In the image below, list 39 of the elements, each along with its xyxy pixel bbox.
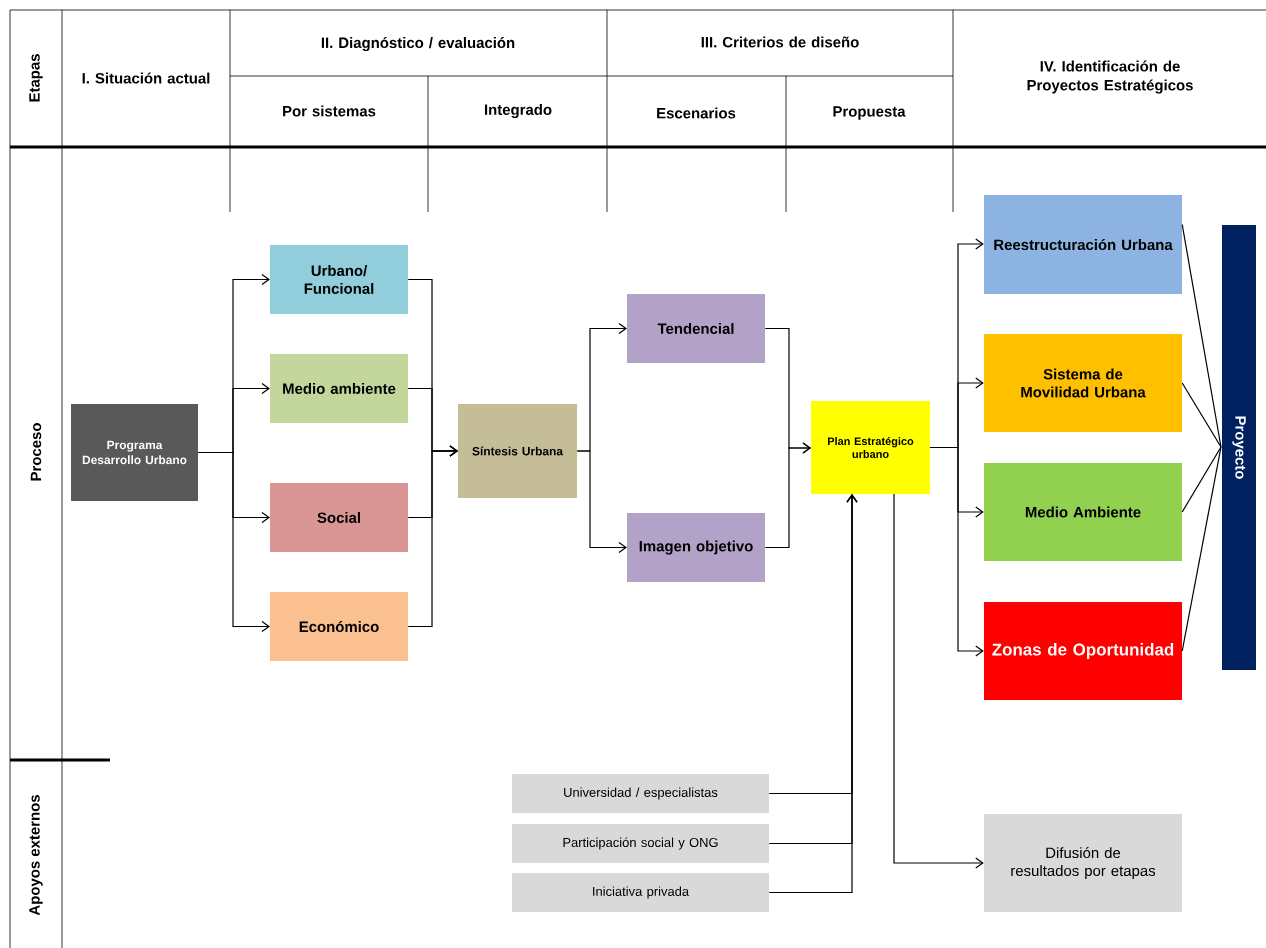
column-heading: Escenarios <box>657 107 736 119</box>
column-heading: IV. Identificación de Proyectos Estratégicos <box>1027 60 1193 94</box>
process-box: Sistema de Movilidad Urbana <box>984 334 1182 432</box>
process-box: Zonas de Oportunidad <box>984 602 1182 700</box>
column-heading: Por sistemas <box>283 105 376 117</box>
process-box: Reestructuración Urbana <box>984 195 1182 294</box>
vertical-bar: Proyecto <box>1222 225 1256 670</box>
process-box: Tendencial <box>627 294 765 363</box>
process-box: Medio Ambiente <box>984 463 1182 561</box>
column-heading: III. Criterios de diseño <box>701 36 859 48</box>
connector-line <box>1181 223 1222 448</box>
process-box: Participación social y ONG <box>512 824 769 863</box>
row-label: Etapas <box>29 54 43 102</box>
arrow <box>929 446 984 657</box>
process-box: Social <box>270 483 408 552</box>
column-heading: Propuesta <box>833 106 906 120</box>
process-box: Síntesis Urbana <box>458 404 577 498</box>
process-box: Iniciativa privada <box>512 873 769 912</box>
process-box: Difusión de resultados por etapas <box>984 814 1182 912</box>
connector-line <box>1181 446 1222 652</box>
column-heading: II. Diagnóstico / evaluación <box>321 36 515 52</box>
column-heading: Integrado <box>484 104 552 118</box>
arrow <box>407 445 458 628</box>
connector-line <box>1181 382 1222 448</box>
arrow <box>576 450 627 554</box>
column-heading: I. Situación actual <box>82 72 210 84</box>
arrow <box>893 493 984 869</box>
process-box: Medio ambiente <box>270 354 408 423</box>
arrow <box>764 442 811 549</box>
process-box: Universidad / especialistas <box>512 774 769 813</box>
process-box: Urbano/ Funcional <box>270 245 408 314</box>
connector-line <box>1181 446 1222 513</box>
process-box: Económico <box>270 592 408 661</box>
process-box: Programa Desarrollo Urbano <box>71 404 198 501</box>
arrow <box>197 451 270 633</box>
row-label: Proceso <box>30 423 42 481</box>
plan-box: Plan Estratégico urbano <box>811 401 930 494</box>
row-label: Apoyos externos <box>29 795 43 916</box>
process-box: Imagen objetivo <box>627 513 765 582</box>
